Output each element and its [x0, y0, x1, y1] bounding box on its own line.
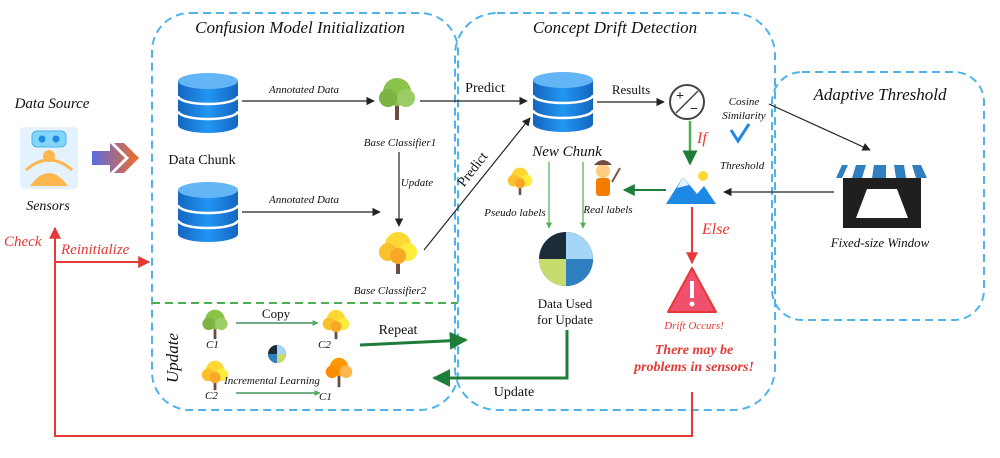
c1-top-tree-icon	[202, 309, 228, 340]
c1-bottom-tree-icon	[325, 357, 353, 388]
c2-top-label: C2	[318, 339, 331, 351]
pseudo-labels-label: Pseudo labels	[483, 207, 545, 219]
source-chevron-arrow	[92, 143, 139, 173]
if-label: If	[696, 130, 709, 147]
base-classifier-1-icon	[379, 78, 415, 120]
svg-text:+: +	[676, 89, 684, 104]
repeat-arrow	[359, 331, 468, 350]
data-chunk-db-top	[176, 71, 240, 135]
to-adaptive-arrow	[768, 103, 871, 151]
check-mark-icon	[729, 123, 751, 144]
c1-top-label: C1	[206, 339, 219, 351]
c2-top-tree-icon	[322, 309, 350, 340]
incremental-label: Incremental Learning	[223, 375, 320, 387]
base-classifier-2-label: Base Classifier2	[354, 285, 427, 297]
new-chunk-label: New Chunk	[531, 144, 602, 160]
fixed-window-icon	[836, 165, 927, 228]
adaptive-section-box	[771, 71, 985, 321]
annotated-label-top: Annotated Data	[268, 84, 339, 96]
drift-section-box	[454, 12, 776, 411]
update-return-arrow	[432, 330, 569, 387]
drift-title: Concept Drift Detection	[533, 18, 697, 37]
results-label: Results	[612, 82, 650, 97]
cosine-similarity-icon: + −	[669, 84, 705, 120]
data-chunk-label: Data Chunk	[168, 153, 235, 168]
repeat-label: Repeat	[379, 323, 418, 338]
data-used-label-2: for Update	[537, 312, 593, 327]
cosine-label-2: Similarity	[722, 110, 766, 122]
c2-bottom-label: C2	[205, 390, 218, 402]
svg-text:−: −	[690, 102, 698, 117]
init-section-box	[151, 12, 459, 411]
cosine-label-1: Cosine	[729, 96, 760, 108]
update-return-label: Update	[494, 385, 534, 400]
warning-icon	[667, 267, 717, 313]
incremental-pie-icon	[268, 345, 286, 363]
data-chunk-db-bottom	[176, 180, 240, 244]
threshold-mountain-icon	[666, 171, 716, 204]
predict-top-label: Predict	[465, 81, 505, 96]
drift-occurs-label: Drift Occurs!	[663, 320, 724, 332]
base-classifier-1-label: Base Classifier1	[364, 137, 436, 149]
adaptive-title: Adaptive Threshold	[813, 85, 947, 104]
update-side-label: Update	[401, 177, 434, 189]
sensors-label: Sensors	[26, 199, 70, 214]
annotated-label-bottom: Annotated Data	[268, 194, 339, 206]
check-loop-arrow	[54, 256, 693, 437]
real-labels-person-icon	[594, 160, 621, 196]
reinitialize-label: Reinitialize	[60, 242, 130, 258]
sensor-icon	[20, 127, 78, 189]
copy-label: Copy	[262, 306, 291, 321]
base-classifier-2-icon	[379, 232, 417, 274]
predict-diag-label: Predict	[455, 150, 491, 191]
predict-diag-arrow	[423, 117, 531, 251]
init-title: Confusion Model Initialization	[195, 18, 405, 37]
fixed-window-label: Fixed-size Window	[830, 235, 930, 250]
update-title: Update	[163, 333, 182, 384]
check-label: Check	[4, 234, 42, 250]
pseudo-labels-tree-icon	[507, 167, 533, 195]
problem-label-1: There may be	[655, 343, 734, 358]
data-source-title: Data Source	[14, 96, 90, 112]
else-label: Else	[701, 221, 730, 238]
real-labels-label: Real labels	[582, 204, 632, 216]
data-used-label-1: Data Used	[538, 296, 593, 311]
problem-label-2: problems in sensors!	[633, 360, 754, 375]
threshold-label: Threshold	[720, 160, 765, 172]
new-chunk-db-icon	[531, 70, 595, 134]
c1-bottom-label: C1	[319, 391, 332, 403]
data-used-pie-icon	[539, 232, 593, 286]
